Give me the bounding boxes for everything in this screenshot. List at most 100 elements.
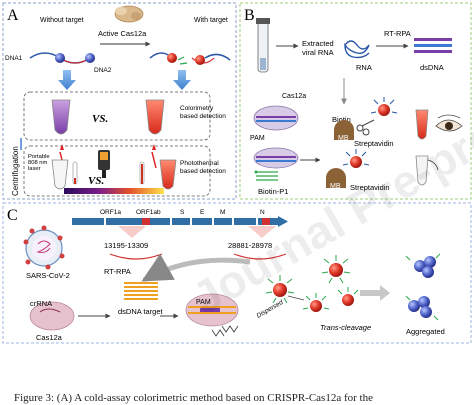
biotin-probe-icon	[254, 170, 278, 181]
thermometer-high-icon	[139, 161, 145, 185]
rna-coil-icon	[344, 40, 370, 59]
streptavidin-np-top-icon	[370, 97, 398, 116]
tube-white-icon	[51, 159, 69, 190]
biotin-label: Biotin	[332, 115, 351, 124]
sars-cov-2-virus-icon	[23, 225, 65, 270]
sample-tube-icon	[256, 18, 270, 73]
colorimetry-box	[23, 91, 211, 141]
region2-wedge	[248, 226, 276, 238]
magnetic-bead-bottom-icon	[326, 168, 346, 188]
dispersed-label: Dispersed	[256, 299, 285, 320]
gold-nanoparticle-icon	[167, 53, 177, 63]
biotin-p1-label: Biotin-P1	[258, 187, 288, 196]
panel-a-border	[2, 2, 237, 200]
thermal-camera-icon	[98, 150, 110, 178]
dna-probe-right	[149, 52, 231, 65]
rt-rpa-curved-arrow	[141, 253, 251, 283]
crrna-label: crRNA	[30, 299, 52, 308]
panel-a: A Without target With target Active Cas1…	[2, 2, 237, 200]
without-target-label: Without target	[40, 17, 84, 24]
cas12a-label-c: Cas12a	[36, 333, 63, 342]
dna1-label: DNA1	[5, 55, 23, 62]
dna2-label: DNA2	[94, 67, 112, 74]
red-tube-icon	[159, 159, 177, 190]
mb-label-top: MB	[338, 135, 349, 142]
dsdna-icon	[414, 38, 452, 53]
colorimetry-label: Colorimetry based detection	[180, 105, 226, 120]
laser-label: Portable 808 nm laser	[28, 154, 51, 172]
gold-nanoparticle-icon	[195, 55, 205, 65]
sars-cov-2-label: SARS-CoV-2	[26, 271, 70, 280]
down-arrow-icon	[173, 70, 191, 90]
region1-wedge	[118, 226, 146, 238]
dsdna-amplicons-icon	[124, 282, 158, 300]
region1-label: 13195-13309	[104, 241, 148, 250]
active-cas12a-label: Active Cas12a	[98, 29, 147, 38]
aggregated-np-cluster-icon	[405, 253, 441, 321]
s-gene-label: S	[180, 209, 185, 216]
mb-label-bottom: MB	[330, 183, 341, 190]
region2-label: 28881-28978	[228, 241, 272, 250]
active-cas12a-protein-icon	[114, 5, 144, 23]
aggregated-label: Aggregated	[406, 327, 445, 336]
panel-c: C SARS-CoV-2 ORF1a OR	[2, 202, 472, 344]
centrifugation-label: Centrifugation	[11, 146, 20, 196]
ssdna-fragments-icon	[211, 325, 239, 337]
rna-label: RNA	[356, 63, 372, 72]
scissors-icon	[356, 119, 375, 136]
with-target-label: With target	[194, 17, 228, 24]
journal-watermark: Journal Pre-proof	[183, 86, 474, 324]
panel-b: B Extracted viral RNA RNA RT-RPA dsDNA	[239, 2, 472, 200]
streptavidin-label-top: Streptavidin	[354, 139, 394, 148]
cas12a-complex-icon	[253, 105, 299, 131]
dispersed-np-cluster-icon	[265, 255, 359, 312]
genome-bar	[72, 216, 288, 227]
magnetic-bead-top-icon	[334, 120, 354, 140]
photothermal-box	[23, 145, 211, 197]
laser-beam-icon	[151, 144, 157, 169]
thermometer-low-icon	[72, 161, 78, 185]
cas12a-crrna-icon	[29, 301, 75, 331]
region2-bracket	[233, 253, 287, 260]
dsdna-target-label: dsDNA target	[118, 307, 164, 316]
panel-b-border	[239, 2, 472, 200]
dsdna-label: dsDNA	[420, 63, 444, 72]
red-tube-icon	[145, 99, 165, 135]
n-gene-label: N	[260, 209, 265, 216]
dna-probe-left	[29, 52, 95, 64]
gold-nanoparticle-icon	[85, 53, 95, 63]
panel-b-letter: B	[244, 7, 255, 24]
vs-label-bottom: VS.	[88, 175, 104, 187]
rt-rpa-label-b: RT-RPA	[384, 29, 411, 38]
down-arrow-icon	[58, 70, 76, 90]
e-gene-label: E	[200, 209, 205, 216]
orf1a-label: ORF1a	[100, 209, 121, 216]
panel-c-letter: C	[7, 207, 18, 224]
cas12a-complex-icon	[253, 147, 299, 169]
trans-cleavage-label: Trans-cleavage	[320, 323, 371, 332]
rt-rpa-label-c: RT-RPA	[104, 267, 131, 276]
right-arrow-icon	[360, 285, 390, 301]
cas12a-label-b: Cas12a	[282, 93, 306, 100]
streptavidin-label-bottom: Streptavidin	[350, 183, 390, 192]
panel-c-border	[2, 202, 472, 344]
orf1ab-label: ORF1ab	[136, 209, 161, 216]
thermal-colorbar	[64, 188, 164, 194]
purple-tube-icon	[51, 99, 71, 135]
panel-a-letter: A	[7, 7, 19, 24]
pam-label-b: PAM	[250, 135, 265, 142]
connector-line	[287, 295, 305, 301]
eye-icon	[435, 114, 463, 132]
streptavidin-np-bottom-icon	[342, 149, 370, 168]
pam-label-c: PAM	[196, 299, 211, 306]
region1-bracket	[109, 253, 163, 260]
figure-caption: Figure 3: (A) A cold-assay colorimetric …	[14, 392, 373, 404]
red-tube-icon	[415, 109, 429, 140]
gold-nanoparticle-icon	[55, 53, 65, 63]
photothermal-label: Photothermal based detection	[180, 160, 226, 175]
vs-label-top: VS.	[92, 113, 108, 125]
m-gene-label: M	[220, 209, 225, 216]
clear-tube-icon	[415, 155, 439, 186]
cas12a-activated-icon	[185, 293, 239, 327]
